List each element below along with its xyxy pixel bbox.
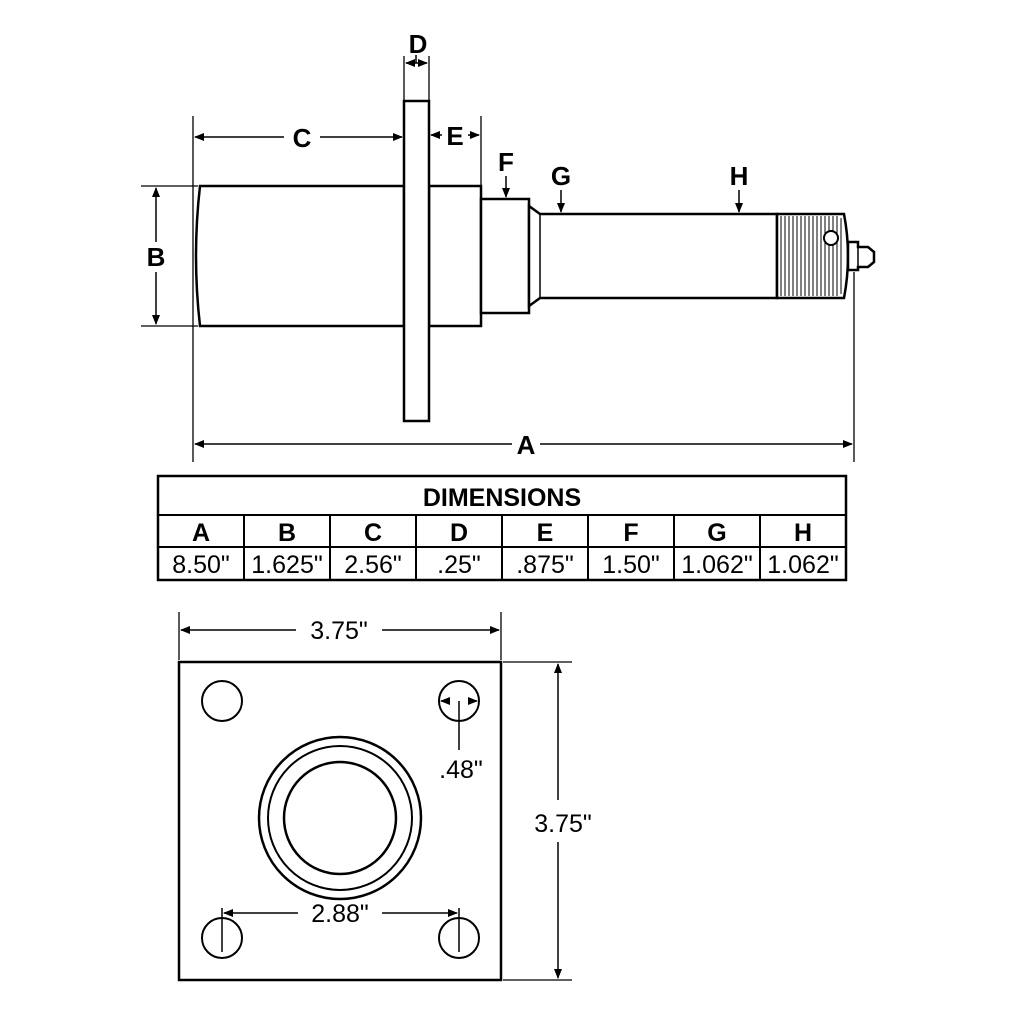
table-value-g: 1.062" [681,551,752,579]
table-value-a: 8.50" [172,551,230,579]
table-header-a: A [192,519,210,547]
table-title: DIMENSIONS [423,484,581,512]
label-b: B [147,242,166,272]
label-c: C [293,123,312,153]
table-header-b: B [278,519,296,547]
hole-spacing-label: 2.88" [311,900,369,928]
hub-middle-ring [267,745,413,891]
table-header-f: F [623,519,638,547]
table-value-d: .25" [437,551,481,579]
label-h: H [730,161,749,191]
label-d: D [409,29,428,59]
label-g: G [551,161,571,191]
label-a: A [517,430,536,460]
flange-view: 3.75" 3.75" .48" 2.88" [177,612,592,982]
dimensions-table: DIMENSIONS A B C D E F G H 8.50" 1.625" … [156,474,848,582]
table-header-e: E [537,519,554,547]
label-e: E [446,121,463,151]
table-header-c: C [364,519,382,547]
side-view: A B C D E F G H [141,29,876,462]
cotter-hole [823,230,839,246]
spindle-shaft [527,203,779,309]
label-f: F [498,147,514,177]
table-header-g: G [707,519,726,547]
table-value-e: .875" [516,551,574,579]
hub-inner-ring [282,760,398,876]
table-value-h: 1.062" [767,551,838,579]
spindle-hub [427,184,483,328]
table-value-c: 2.56" [344,551,402,579]
spindle-step [479,197,531,315]
hub-outer-ring [257,735,423,901]
table-header-h: H [794,519,812,547]
hole-diameter-label: .48" [439,756,483,784]
spindle-body [194,184,406,328]
table-value-f: 1.50" [602,551,660,579]
thread-lines [780,216,842,296]
flange-plate [402,99,431,423]
bolt-hole-top-left [201,680,243,722]
table-value-b: 1.625" [251,551,322,579]
flange-height-label: 3.75" [534,810,592,838]
grease-fitting [846,240,876,272]
flange-width-label: 3.75" [310,617,368,645]
table-header-d: D [450,519,468,547]
